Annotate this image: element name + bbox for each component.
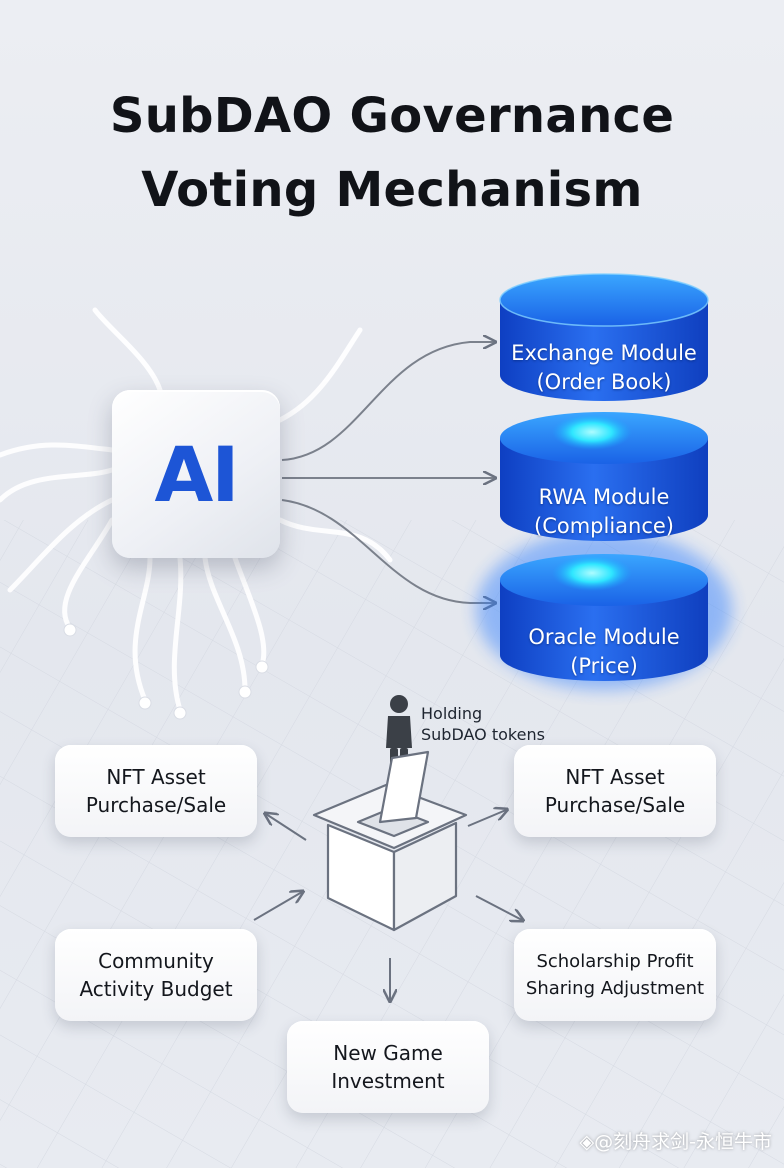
module-oracle-name: Oracle Module	[528, 625, 680, 649]
option-card-community-budget: Community Activity Budget	[55, 929, 257, 1021]
option-card-line-1: Scholarship Profit	[536, 951, 694, 972]
module-rwa-desc: (Compliance)	[534, 514, 674, 538]
option-card-nft-right: NFT Asset Purchase/Sale	[514, 745, 716, 837]
option-card-line-1: NFT Asset	[565, 765, 665, 789]
option-card-line-2: Sharing Adjustment	[525, 978, 705, 999]
voter-label: Holding SubDAO tokens	[421, 703, 545, 745]
module-rwa: RWA Module (Compliance)	[494, 483, 714, 541]
ballot-box-icon	[312, 750, 468, 932]
module-exchange-name: Exchange Module	[511, 341, 697, 365]
page-title-line-2: Voting Mechanism	[141, 162, 643, 218]
ai-chip-label: AI	[154, 429, 239, 519]
option-card-line-1: NFT Asset	[106, 765, 206, 789]
module-exchange-desc: (Order Book)	[536, 370, 672, 394]
watermark: ◈@刻舟求剑-永恒牛市	[579, 1131, 772, 1153]
option-card-line-2: Purchase/Sale	[544, 793, 686, 817]
option-arrows	[253, 810, 522, 1000]
option-card-nft-left: NFT Asset Purchase/Sale	[55, 745, 257, 837]
ai-wires	[0, 307, 393, 713]
wire-ends	[63, 623, 269, 720]
option-card-line-1: New Game	[333, 1041, 443, 1065]
ai-module-connectors	[281, 342, 494, 603]
module-exchange: Exchange Module (Order Book)	[494, 339, 714, 397]
module-rwa-name: RWA Module	[538, 485, 670, 509]
option-card-line-2: Investment	[331, 1069, 445, 1093]
voter-label-line-1: Holding	[421, 704, 483, 723]
option-card-scholarship: Scholarship Profit Sharing Adjustment	[514, 929, 716, 1021]
module-stack	[476, 273, 732, 690]
ai-chip-icon: AI	[112, 390, 280, 558]
option-card-line-1: Community	[98, 949, 214, 973]
page-title-line-1: SubDAO Governance	[109, 88, 675, 144]
module-oracle-desc: (Price)	[570, 654, 638, 678]
option-card-new-game: New Game Investment	[287, 1021, 489, 1113]
module-oracle: Oracle Module (Price)	[494, 623, 714, 681]
option-card-line-2: Purchase/Sale	[85, 793, 227, 817]
option-card-line-2: Activity Budget	[79, 977, 233, 1001]
voter-label-line-2: SubDAO tokens	[421, 725, 545, 744]
